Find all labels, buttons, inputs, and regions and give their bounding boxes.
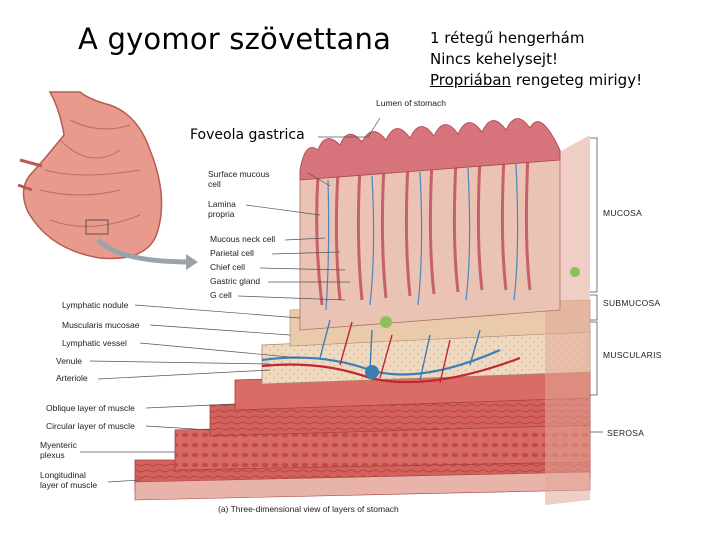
label-surface-mucous-1: Surface mucous xyxy=(208,169,269,179)
note-line-1: 1 rétegű hengerhám xyxy=(430,29,585,47)
label-surface-mucous-2: cell xyxy=(208,179,221,189)
figure-caption: (a) Three-dimensional view of layers of … xyxy=(218,504,399,514)
label-longitudinal-1: Longitudinal xyxy=(40,470,86,480)
label-muscularis: MUSCULARIS xyxy=(603,350,662,360)
left-labels: Surface mucous cell Lamina propria Mucou… xyxy=(40,169,275,490)
slide-title: A gyomor szövettana xyxy=(78,22,392,56)
note-line-3-rest: rengeteg mirigy! xyxy=(511,71,643,89)
label-oblique-muscle: Oblique layer of muscle xyxy=(46,403,135,413)
label-gastric-gland: Gastric gland xyxy=(210,276,260,286)
label-arteriole: Arteriole xyxy=(56,373,88,383)
mucosa-layer xyxy=(299,118,580,331)
label-longitudinal-2: layer of muscle xyxy=(40,480,97,490)
note-line-3: Propriában rengeteg mirigy! xyxy=(430,70,642,91)
label-parietal-cell: Parietal cell xyxy=(210,248,254,258)
label-submucosa: SUBMUCOSA xyxy=(603,298,661,308)
label-lamina-1: Lamina xyxy=(208,199,236,209)
label-lymphatic-vessel: Lymphatic vessel xyxy=(62,338,127,348)
foveola-gastrica-label: Foveola gastrica xyxy=(190,127,305,143)
label-serosa: SEROSA xyxy=(607,428,644,438)
lymphatic-nodule-mark xyxy=(380,316,392,328)
stomach-overview-drawing xyxy=(17,91,198,270)
label-muscularis-mucosae: Muscularis mucosae xyxy=(62,320,140,330)
leader-lines xyxy=(80,117,381,483)
label-mucosa: MUCOSA xyxy=(603,208,642,218)
slide-notes: 1 rétegű hengerhám Nincs kehelysejt! Pro… xyxy=(430,28,642,91)
label-venule: Venule xyxy=(56,356,82,366)
label-chief-cell: Chief cell xyxy=(210,262,245,272)
right-labels xyxy=(590,137,603,433)
label-mucous-neck-cell: Mucous neck cell xyxy=(210,234,275,244)
label-myenteric-1: Myenteric xyxy=(40,440,78,450)
label-g-cell: G cell xyxy=(210,290,232,300)
label-lymphatic-nodule: Lymphatic nodule xyxy=(62,300,129,310)
label-lamina-2: propria xyxy=(208,209,235,219)
label-lumen-of-stomach: Lumen of stomach xyxy=(376,98,446,108)
label-circular-muscle: Circular layer of muscle xyxy=(46,421,135,431)
inset-box xyxy=(85,219,109,235)
label-myenteric-2: plexus xyxy=(40,450,65,460)
note-underlined-word: Propriában xyxy=(430,71,512,89)
note-line-2: Nincs kehelysejt! xyxy=(430,50,558,68)
